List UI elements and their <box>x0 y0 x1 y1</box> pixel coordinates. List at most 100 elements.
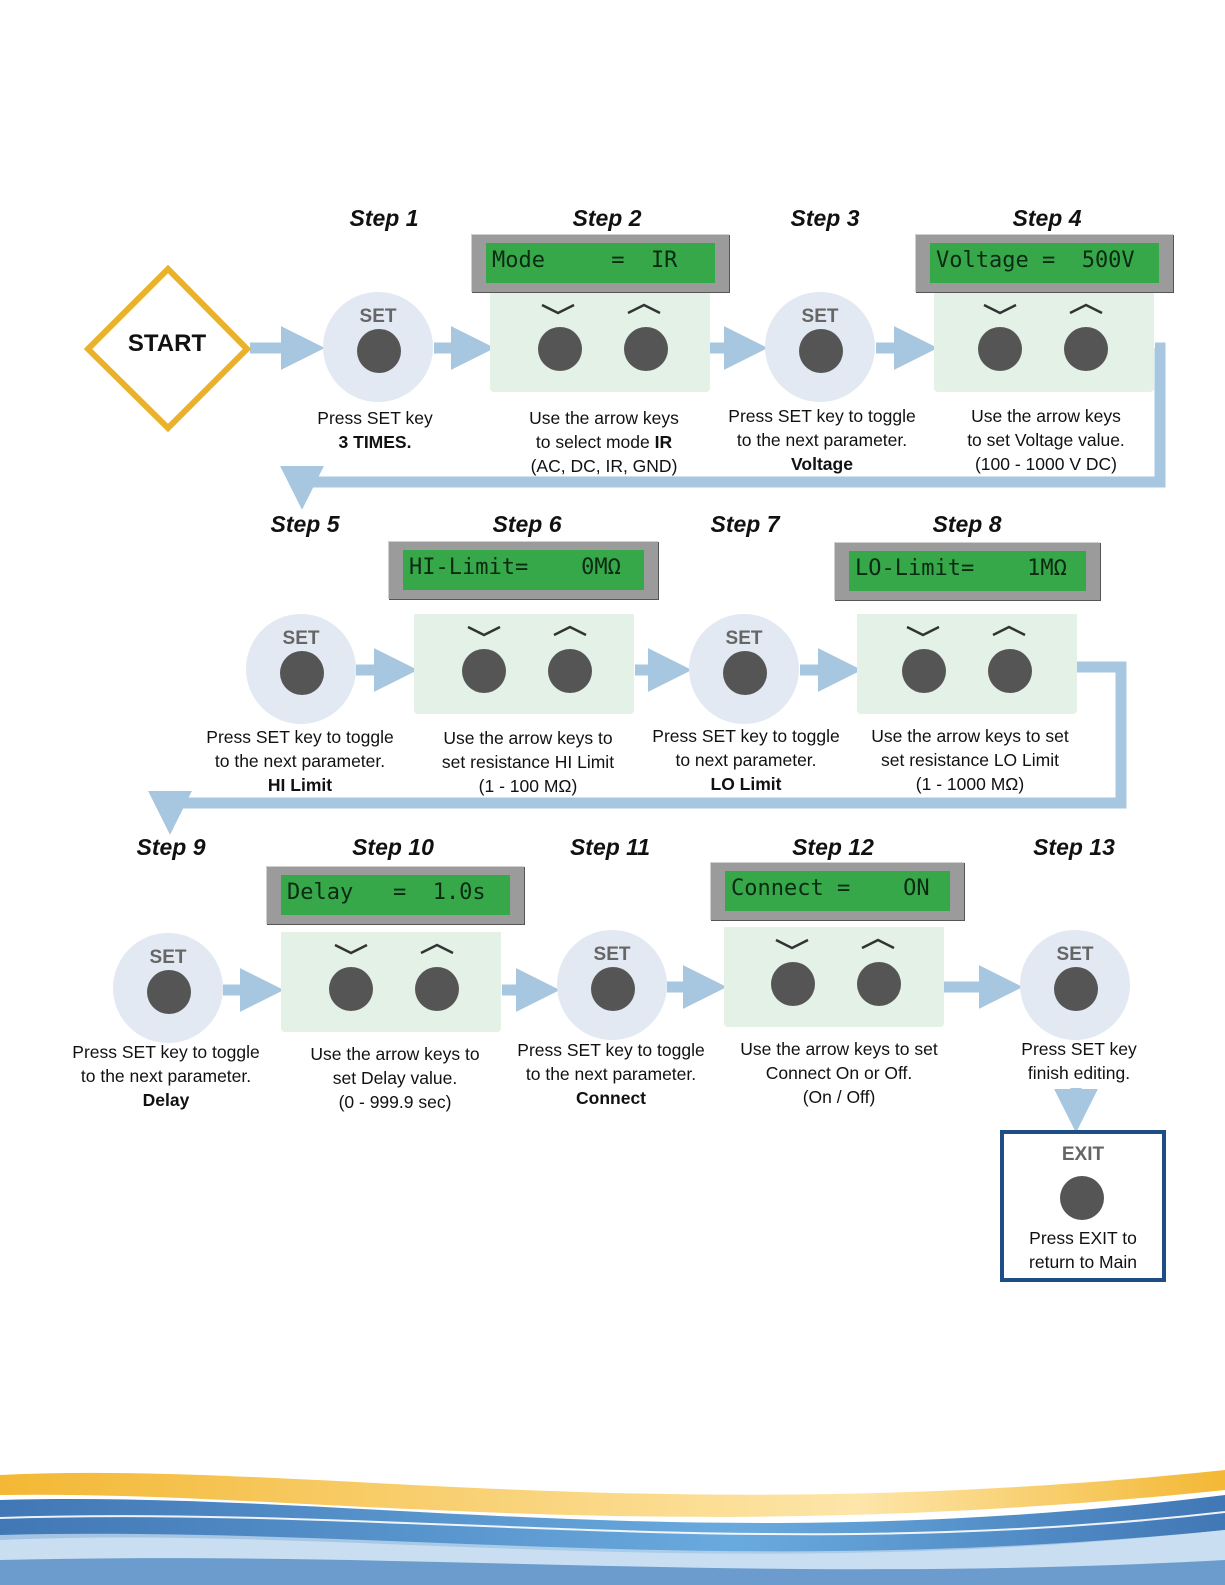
desc-line: Press EXIT to <box>1029 1228 1137 1248</box>
up-arrow-button[interactable] <box>1064 327 1108 371</box>
set-key-step13[interactable]: SET <box>1020 930 1130 1040</box>
up-arrow-button[interactable] <box>548 649 592 693</box>
desc-line: Use the arrow keys <box>971 406 1121 426</box>
lcd-text: Delay = 1.0s <box>281 875 510 915</box>
step-3-description: Press SET key to toggle to the next para… <box>702 404 942 476</box>
chevron-down-icon <box>334 943 368 955</box>
set-key-label: SET <box>359 306 397 327</box>
desc-line-bold: LO Limit <box>710 774 782 794</box>
set-button[interactable] <box>799 329 843 373</box>
step-2-description: Use the arrow keys to select mode IR (AC… <box>484 406 724 478</box>
lcd-text: Mode = IR <box>486 243 715 283</box>
chevron-down-icon <box>541 303 575 315</box>
step-10-description: Use the arrow keys to set Delay value. (… <box>275 1042 515 1114</box>
exit-button[interactable] <box>1060 1176 1104 1220</box>
set-key-label: SET <box>149 947 187 968</box>
step-13-label: Step 13 <box>1033 834 1115 860</box>
step-4-description: Use the arrow keys to set Voltage value.… <box>926 404 1166 476</box>
desc-line-bold: Delay <box>142 1090 190 1110</box>
step-5-description: Press SET key to toggle to the next para… <box>180 725 420 797</box>
set-button[interactable] <box>357 329 401 373</box>
step-3-label: Step 3 <box>790 205 860 231</box>
step-1-description: Press SET key 3 TIMES. <box>255 406 495 454</box>
set-key-step11[interactable]: SET <box>557 930 667 1040</box>
step-12-label: Step 12 <box>792 834 874 860</box>
lcd-display-step4: Voltage = 500V <box>915 234 1173 292</box>
step-8-description: Use the arrow keys to set set resistance… <box>840 724 1100 796</box>
footer-wave-decoration <box>0 1470 1225 1585</box>
chevron-up-icon <box>861 938 895 950</box>
lcd-text: Connect = ON <box>725 871 950 911</box>
desc-line: set resistance HI Limit <box>441 752 615 772</box>
desc-line: (AC, DC, IR, GND) <box>530 456 678 476</box>
arrow-keys-panel-step10 <box>281 932 501 1032</box>
chevron-up-icon <box>627 303 661 315</box>
up-arrow-button[interactable] <box>624 327 668 371</box>
desc-line: (1 - 1000 MΩ) <box>915 774 1025 794</box>
down-arrow-button[interactable] <box>329 967 373 1011</box>
set-key-step7[interactable]: SET <box>689 614 799 724</box>
desc-line-bold: Connect <box>576 1088 646 1108</box>
set-key-label: SET <box>725 628 763 649</box>
desc-line: to set Voltage value. <box>967 430 1125 450</box>
chevron-down-icon <box>467 625 501 637</box>
set-key-label: SET <box>593 944 631 965</box>
desc-line: set resistance LO Limit <box>881 750 1059 770</box>
step-7-label: Step 7 <box>710 511 780 537</box>
set-button[interactable] <box>1054 967 1098 1011</box>
desc-line: Use the arrow keys to <box>310 1044 480 1064</box>
arrow-step4-step5 <box>280 342 1166 510</box>
down-arrow-button[interactable] <box>462 649 506 693</box>
desc-line: to the next parameter. <box>214 751 386 771</box>
chevron-up-icon <box>1069 303 1103 315</box>
up-arrow-button[interactable] <box>415 967 459 1011</box>
set-button[interactable] <box>147 970 191 1014</box>
start-diamond <box>84 265 252 433</box>
down-arrow-button[interactable] <box>978 327 1022 371</box>
exit-key-label: EXIT <box>1061 1144 1105 1165</box>
step-2-label: Step 2 <box>572 205 642 231</box>
lcd-display-step8: LO-Limit= 1MΩ <box>834 542 1100 600</box>
set-key-step1[interactable]: SET <box>323 292 433 402</box>
chevron-up-icon <box>553 625 587 637</box>
desc-line: to next parameter. <box>675 750 817 770</box>
desc-line: to the next parameter. <box>80 1066 252 1086</box>
down-arrow-button[interactable] <box>902 649 946 693</box>
desc-line: (On / Off) <box>802 1087 876 1107</box>
set-button[interactable] <box>723 651 767 695</box>
step-10-label: Step 10 <box>352 834 434 860</box>
desc-line: to the next parameter. <box>525 1064 697 1084</box>
step-6-label: Step 6 <box>492 511 562 537</box>
desc-line: Press SET key to toggle <box>72 1042 260 1062</box>
chevron-up-icon <box>420 943 454 955</box>
lcd-text: HI-Limit= 0MΩ <box>403 550 644 590</box>
step-5-label: Step 5 <box>270 511 340 537</box>
set-key-step3[interactable]: SET <box>765 292 875 402</box>
desc-line: Press SET key <box>1021 1039 1137 1059</box>
lcd-display-step12: Connect = ON <box>710 862 964 920</box>
step-11-label: Step 11 <box>569 834 651 860</box>
set-button[interactable] <box>280 651 324 695</box>
step-4-label: Step 4 <box>1012 205 1082 231</box>
up-arrow-button[interactable] <box>857 962 901 1006</box>
set-key-step5[interactable]: SET <box>246 614 356 724</box>
desc-line: Connect On or Off. <box>765 1063 913 1083</box>
step-13-description: Press SET key finish editing. <box>959 1037 1199 1085</box>
up-arrow-button[interactable] <box>988 649 1032 693</box>
set-button[interactable] <box>591 967 635 1011</box>
desc-line: (1 - 100 MΩ) <box>478 776 578 796</box>
set-key-step9[interactable]: SET <box>113 933 223 1043</box>
arrow-keys-panel-step8 <box>857 614 1077 714</box>
step-1-label: Step 1 <box>349 205 419 231</box>
start-label: START <box>127 330 207 357</box>
down-arrow-button[interactable] <box>771 962 815 1006</box>
step-9-label: Step 9 <box>136 834 206 860</box>
down-arrow-button[interactable] <box>538 327 582 371</box>
lcd-display-step2: Mode = IR <box>471 234 729 292</box>
desc-line: return to Main <box>1029 1252 1137 1272</box>
desc-line-bold: 3 TIMES. <box>338 432 412 452</box>
chevron-down-icon <box>983 303 1017 315</box>
lcd-display-step6: HI-Limit= 0MΩ <box>388 541 658 599</box>
